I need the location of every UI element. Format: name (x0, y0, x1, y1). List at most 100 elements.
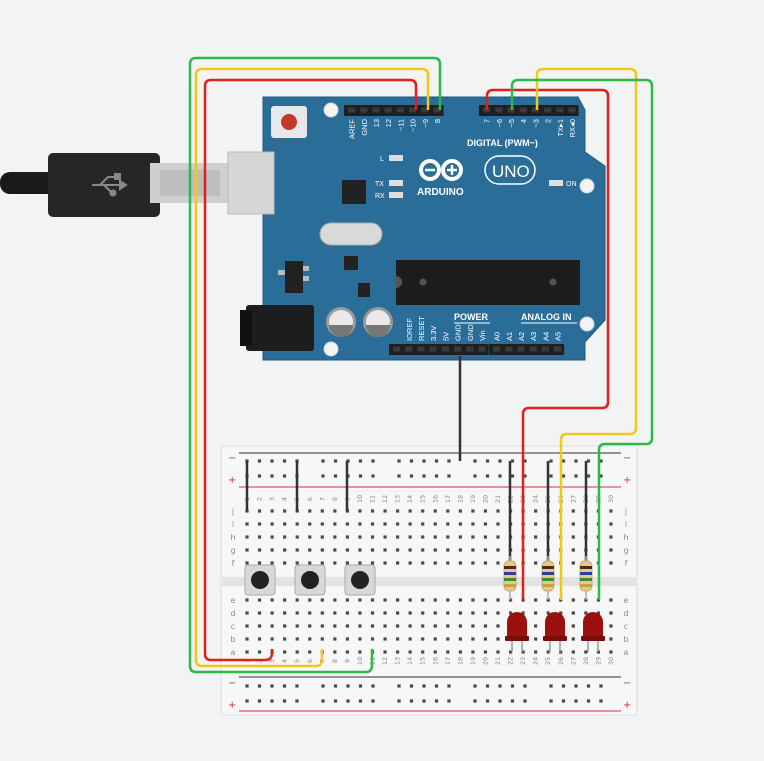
breadboard-hole[interactable] (471, 624, 475, 628)
breadboard-hole[interactable] (546, 611, 550, 615)
breadboard-hole[interactable] (245, 650, 249, 654)
breadboard-hole[interactable] (609, 637, 613, 641)
breadboard-hole[interactable] (308, 598, 312, 602)
breadboard-hole[interactable] (345, 611, 349, 615)
breadboard-hole[interactable] (433, 535, 437, 539)
breadboard-hole[interactable] (270, 561, 274, 565)
breadboard-hole[interactable] (561, 459, 566, 463)
wire-green-pin10-button[interactable] (188, 56, 442, 674)
breadboard-hole[interactable] (358, 598, 362, 602)
breadboard-hole[interactable] (245, 522, 249, 526)
breadboard-hole[interactable] (483, 509, 488, 513)
power-header[interactable] (389, 344, 489, 355)
breadboard-hole[interactable] (498, 699, 502, 703)
power-pin[interactable] (466, 346, 474, 352)
breadboard-hole[interactable] (257, 561, 262, 565)
breadboard-hole[interactable] (345, 548, 349, 552)
breadboard-hole[interactable] (483, 522, 488, 526)
breadboard-hole[interactable] (549, 474, 553, 478)
breadboard-hole[interactable] (358, 611, 362, 615)
breadboard-hole[interactable] (446, 650, 450, 654)
breadboard-hole[interactable] (534, 598, 538, 602)
breadboard-hole[interactable] (421, 535, 425, 539)
breadboard-hole[interactable] (320, 535, 324, 539)
breadboard-hole[interactable] (596, 611, 600, 615)
breadboard-hole[interactable] (534, 535, 538, 539)
breadboard-hole[interactable] (295, 699, 299, 703)
breadboard-hole[interactable] (574, 684, 578, 688)
breadboard-hole[interactable] (408, 624, 412, 628)
breadboard-hole[interactable] (433, 650, 437, 654)
breadboard-hole[interactable] (257, 684, 262, 688)
breadboard-hole[interactable] (283, 598, 287, 602)
breadboard-hole[interactable] (257, 535, 262, 539)
breadboard-hole[interactable] (295, 598, 299, 602)
breadboard-hole[interactable] (345, 624, 349, 628)
breadboard-hole[interactable] (371, 474, 375, 478)
wire-yellow-pin11-button[interactable] (194, 67, 430, 668)
breadboard-hole[interactable] (397, 699, 401, 703)
breadboard-hole[interactable] (383, 522, 387, 526)
wire-red-pin7-led[interactable] (485, 88, 610, 600)
breadboard-hole[interactable] (483, 548, 488, 552)
breadboard-hole[interactable] (571, 535, 575, 539)
breadboard-hole[interactable] (422, 474, 426, 478)
breadboard-hole[interactable] (270, 624, 274, 628)
breadboard-hole[interactable] (408, 611, 412, 615)
breadboard-hole[interactable] (345, 598, 349, 602)
breadboard-hole[interactable] (295, 522, 299, 526)
breadboard-hole[interactable] (473, 474, 477, 478)
breadboard-hole[interactable] (345, 522, 349, 526)
breadboard-hole[interactable] (295, 624, 299, 628)
breadboard-hole[interactable] (283, 624, 287, 628)
breadboard-hole[interactable] (433, 624, 437, 628)
breadboard-hole[interactable] (446, 624, 450, 628)
breadboard-hole[interactable] (396, 522, 400, 526)
breadboard-hole[interactable] (496, 650, 500, 654)
breadboard-hole[interactable] (571, 650, 575, 654)
breadboard-hole[interactable] (397, 684, 401, 688)
breadboard-hole[interactable] (471, 548, 475, 552)
breadboard-hole[interactable] (295, 684, 299, 688)
breadboard-hole[interactable] (321, 699, 325, 703)
breadboard-hole[interactable] (257, 509, 262, 513)
breadboard-hole[interactable] (599, 699, 603, 703)
breadboard-hole[interactable] (446, 522, 450, 526)
breadboard-hole[interactable] (270, 459, 274, 463)
breadboard-hole[interactable] (270, 699, 274, 703)
breadboard-hole[interactable] (471, 611, 475, 615)
digital-pin[interactable] (360, 107, 368, 113)
analog-pin[interactable] (529, 346, 537, 352)
breadboard-hole[interactable] (421, 637, 425, 641)
breadboard-hole[interactable] (510, 699, 515, 703)
breadboard-hole[interactable] (483, 611, 488, 615)
breadboard-hole[interactable] (370, 535, 375, 539)
breadboard-hole[interactable] (295, 650, 299, 654)
breadboard-hole[interactable] (421, 561, 425, 565)
breadboard-hole[interactable] (421, 611, 425, 615)
power-pin[interactable] (429, 346, 437, 352)
breadboard-hole[interactable] (308, 624, 312, 628)
breadboard-hole[interactable] (333, 474, 338, 478)
analog-pin[interactable] (541, 346, 549, 352)
breadboard-hole[interactable] (283, 548, 287, 552)
breadboard-hole[interactable] (383, 624, 387, 628)
breadboard-hole[interactable] (433, 561, 437, 565)
breadboard-hole[interactable] (434, 459, 439, 463)
breadboard-hole[interactable] (571, 624, 575, 628)
breadboard-hole[interactable] (408, 598, 412, 602)
breadboard-hole[interactable] (421, 522, 425, 526)
wire-yellow-pin3-led[interactable] (535, 67, 638, 600)
breadboard-hole[interactable] (282, 459, 287, 463)
breadboard-hole[interactable] (321, 684, 325, 688)
breadboard-hole[interactable] (333, 459, 338, 463)
breadboard-hole[interactable] (295, 548, 299, 552)
breadboard-hole[interactable] (257, 611, 262, 615)
breadboard-hole[interactable] (571, 509, 575, 513)
breadboard-hole[interactable] (257, 624, 262, 628)
breadboard[interactable]: − − − − + + + + 112233445566778899101011… (220, 445, 638, 716)
breadboard-hole[interactable] (471, 535, 475, 539)
breadboard-hole[interactable] (397, 474, 401, 478)
breadboard-hole[interactable] (549, 699, 553, 703)
breadboard-hole[interactable] (421, 509, 425, 513)
